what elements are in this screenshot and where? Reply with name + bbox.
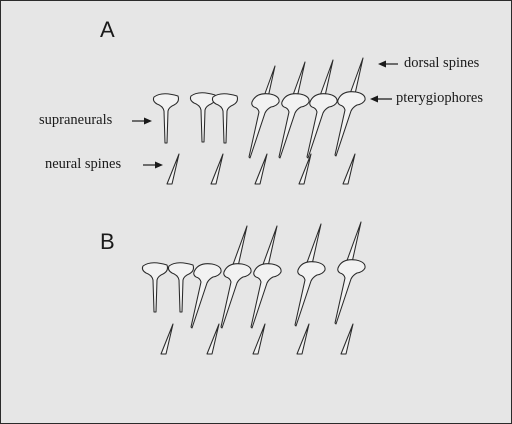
pterygiophores-label: pterygiophores — [396, 90, 483, 107]
neural-spine — [343, 154, 355, 184]
dorsal-spines-label: dorsal spines — [404, 55, 479, 72]
panel-b-bones — [142, 222, 365, 354]
pterygiophore — [307, 94, 337, 158]
supraneural — [142, 263, 167, 312]
neural-spine — [299, 154, 311, 184]
supraneural — [212, 94, 237, 143]
pterygiophore — [221, 264, 251, 328]
neural-spine — [297, 324, 309, 354]
neural-spine — [211, 154, 223, 184]
neural-spine — [161, 324, 173, 354]
pterygiophore — [335, 92, 365, 156]
panel-a-letter: A — [100, 17, 115, 43]
panel-b-letter: B — [100, 229, 115, 255]
supraneural — [153, 94, 178, 143]
supraneurals-label: supraneurals — [39, 112, 112, 129]
supraneural — [168, 263, 193, 312]
neural-spine — [207, 324, 219, 354]
panel-a-bones — [153, 58, 365, 184]
pterygiophore — [249, 94, 279, 158]
neural-spine — [167, 154, 179, 184]
neural-spines-label: neural spines — [45, 156, 121, 173]
pterygiophore — [295, 262, 325, 326]
neural-spine — [341, 324, 353, 354]
supraneural — [190, 93, 215, 142]
neural-spine — [255, 154, 267, 184]
pterygiophore — [279, 94, 309, 158]
pterygiophore — [251, 264, 281, 328]
neural-spine — [253, 324, 265, 354]
pterygiophore — [191, 264, 221, 328]
pterygiophore — [335, 260, 365, 324]
